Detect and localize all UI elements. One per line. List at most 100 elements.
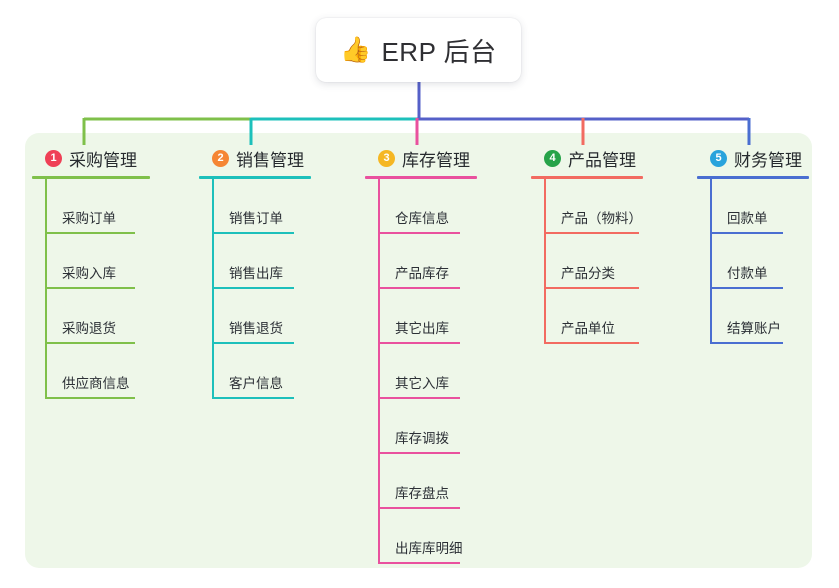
leaf-node[interactable]: 采购退货 [32,289,150,344]
leaf-node[interactable]: 库存盘点 [365,454,477,509]
leaf-node-label: 产品库存 [395,266,449,281]
leaf-node[interactable]: 回款单 [697,179,809,234]
leaf-node-underline [45,232,135,234]
column-4: 4 产品管理产品（物料） 产品分类产品单位 [531,145,643,344]
leaf-node-underline [45,342,135,344]
column-badge-5: 5 [710,149,727,167]
leaf-node[interactable]: 供应商信息 [32,344,150,399]
leaf-node-underline [710,342,783,344]
leaf-node-label: 销售订单 [229,211,283,226]
column-badge-3: 3 [378,149,395,167]
leaf-node[interactable]: 其它出库 [365,289,477,344]
leaf-node[interactable]: 仓库信息 [365,179,477,234]
leaf-node-label: 产品（物料） [561,211,642,226]
leaf-node-label: 产品单位 [561,321,615,336]
column-underline-3 [365,176,477,179]
leaf-node[interactable]: 结算账户 [697,289,809,344]
leaf-node-underline [212,232,294,234]
diagram-background-panel [25,133,812,568]
leaf-node-label: 其它入库 [395,376,449,391]
column-5: 5 财务管理回款单付款单结算账户 [697,145,809,344]
column-badge-2: 2 [212,149,229,167]
leaf-node-underline [710,287,783,289]
leaf-node[interactable]: 采购订单 [32,179,150,234]
column-header-5[interactable]: 5 财务管理 [697,145,809,171]
leaf-node-label: 客户信息 [229,376,283,391]
leaf-node-underline [378,507,460,509]
leaf-node-label: 其它出库 [395,321,449,336]
leaf-node-label: 付款单 [727,266,768,281]
column-spine-5 [710,179,712,344]
column-1: 1 采购管理采购订单采购入库采购退货供应商信息 [32,145,150,399]
leaf-node-label: 仓库信息 [395,211,449,226]
root-title: ERP 后台 [381,36,497,67]
leaf-node[interactable]: 库存调拨 [365,399,477,454]
column-underline-5 [697,176,809,179]
leaf-node-label: 回款单 [727,211,768,226]
root-node[interactable]: 👍 ERP 后台 [316,18,521,82]
leaf-node-underline [710,232,783,234]
leaf-node[interactable]: 其它入库 [365,344,477,399]
leaf-node-underline [212,397,294,399]
leaf-node-underline [544,232,639,234]
leaf-node[interactable]: 销售出库 [199,234,311,289]
leaf-node-underline [378,397,460,399]
column-title-3: 库存管理 [402,150,470,170]
leaf-node[interactable]: 销售订单 [199,179,311,234]
leaf-node-label: 产品分类 [561,266,615,281]
column-spine-4 [544,179,546,344]
column-underline-4 [531,176,643,179]
leaf-node-label: 库存调拨 [395,431,449,446]
leaf-node[interactable]: 销售退货 [199,289,311,344]
column-children-4: 产品（物料） 产品分类产品单位 [531,179,643,344]
column-underline-2 [199,176,311,179]
column-title-5: 财务管理 [734,150,802,170]
column-children-5: 回款单付款单结算账户 [697,179,809,344]
leaf-node-underline [45,287,135,289]
column-header-1[interactable]: 1 采购管理 [32,145,150,171]
leaf-node-label: 结算账户 [727,321,781,336]
leaf-node[interactable]: 产品库存 [365,234,477,289]
column-title-4: 产品管理 [568,150,636,170]
column-children-1: 采购订单采购入库采购退货供应商信息 [32,179,150,399]
column-children-3: 仓库信息产品库存其它出库其它入库库存调拨库存盘点出库库明细 [365,179,477,564]
leaf-node-label: 出库库明细 [395,541,463,556]
column-spine-3 [378,179,380,564]
column-header-3[interactable]: 3 库存管理 [365,145,477,171]
leaf-node-underline [378,562,460,564]
leaf-node[interactable]: 客户信息 [199,344,311,399]
column-badge-4: 4 [544,149,561,167]
column-2: 2 销售管理销售订单销售出库销售退货客户信息 [199,145,311,399]
leaf-node-underline [544,287,639,289]
leaf-node-underline [544,342,639,344]
column-header-2[interactable]: 2 销售管理 [199,145,311,171]
leaf-node-label: 供应商信息 [62,376,130,391]
leaf-node[interactable]: 采购入库 [32,234,150,289]
leaf-node[interactable]: 产品单位 [531,289,643,344]
leaf-node-underline [378,232,460,234]
column-3: 3 库存管理仓库信息产品库存其它出库其它入库库存调拨库存盘点出库库明细 [365,145,477,564]
leaf-node-label: 销售出库 [229,266,283,281]
thumbs-up-icon: 👍 [340,35,372,64]
leaf-node-label: 库存盘点 [395,486,449,501]
column-header-4[interactable]: 4 产品管理 [531,145,643,171]
column-spine-2 [212,179,214,399]
leaf-node-underline [212,287,294,289]
column-badge-1: 1 [45,149,62,167]
leaf-node-underline [378,452,460,454]
column-title-2: 销售管理 [236,150,304,170]
leaf-node-underline [45,397,135,399]
column-children-2: 销售订单销售出库销售退货客户信息 [199,179,311,399]
leaf-node-label: 销售退货 [229,321,283,336]
leaf-node[interactable]: 产品（物料） [531,179,643,234]
leaf-node-label: 采购订单 [62,211,116,226]
leaf-node[interactable]: 出库库明细 [365,509,477,564]
leaf-node[interactable]: 付款单 [697,234,809,289]
leaf-node-label: 采购入库 [62,266,116,281]
leaf-node-underline [378,342,460,344]
column-title-1: 采购管理 [69,150,137,170]
column-underline-1 [32,176,150,179]
leaf-node-underline [378,287,460,289]
leaf-node[interactable]: 产品分类 [531,234,643,289]
